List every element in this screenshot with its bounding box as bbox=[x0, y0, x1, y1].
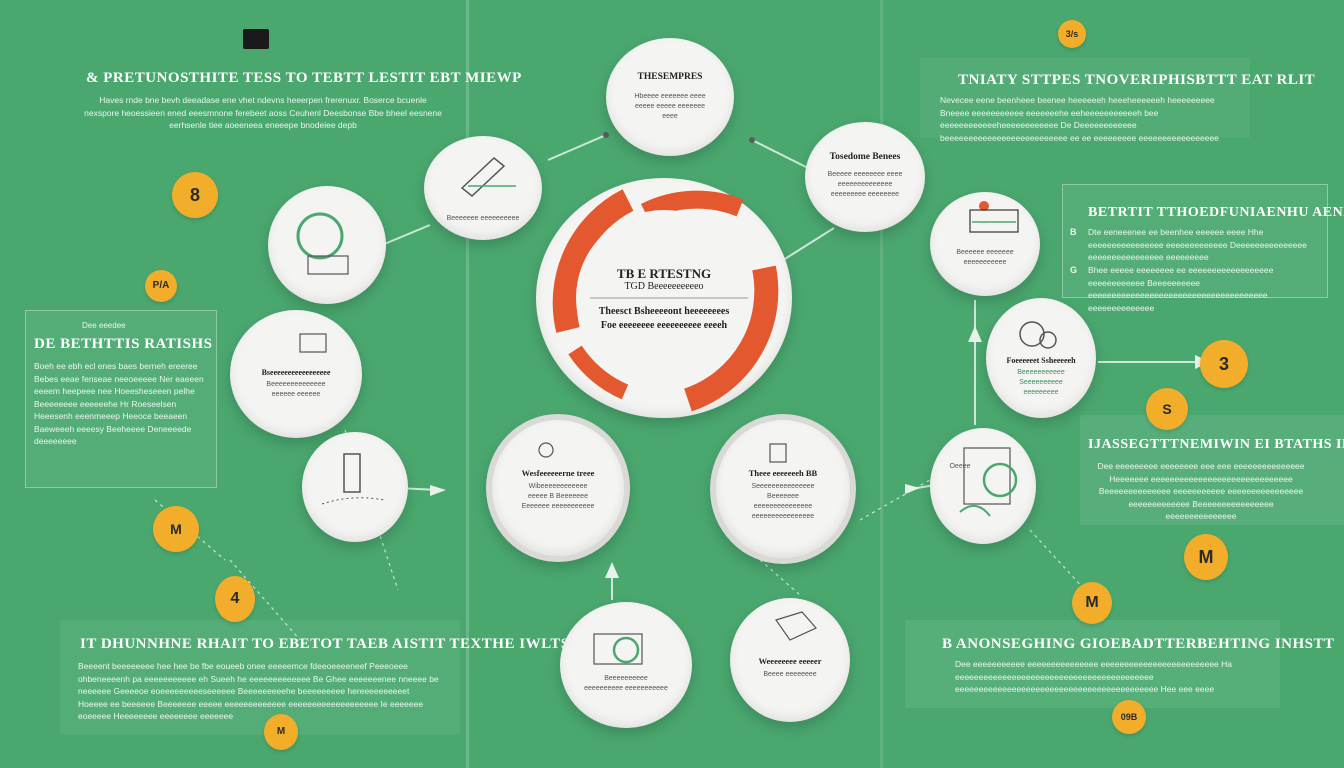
logo-mark bbox=[243, 29, 269, 49]
connector-line bbox=[751, 139, 809, 169]
bottom-right-body: Dee eeeeeeeeeee eeeeeeeeeeeeeee eeeeeeee… bbox=[955, 659, 1232, 694]
badge-3: P/A bbox=[145, 270, 177, 302]
connector-line bbox=[779, 227, 835, 263]
right-panel bbox=[1062, 184, 1328, 298]
right-panel-heading: BETRTIT TTHOEDFUNIAENHU AENRIT bbox=[1088, 205, 1344, 220]
node-bottom-2: Weeeeeeee eeeeer Beeee eeeeeeee bbox=[730, 598, 850, 722]
cycle-arrow-left bbox=[552, 189, 634, 333]
center-line-4: Foe eeeeeeee eeeeeeeeee eeeeh bbox=[600, 320, 728, 331]
badge-5: S bbox=[1146, 388, 1188, 430]
badge-8: 4 bbox=[215, 576, 255, 622]
node-bottom-right: Theee eeeeeeeh BB Seeeeeeeeeeeeeee Beeee… bbox=[710, 414, 856, 564]
badge-4: 3 bbox=[1200, 340, 1248, 388]
server-icon bbox=[321, 453, 385, 505]
bottom-left-body: Beeeent beeeeeeee hee hee be fbe eoueeb … bbox=[78, 661, 439, 721]
arrow-head bbox=[430, 485, 446, 496]
connector-dot bbox=[603, 132, 609, 138]
connector-dot bbox=[749, 137, 755, 143]
top-right-panel bbox=[920, 58, 1250, 138]
node-left-2: Bseeeeeeeeeeeeeeeee Beeeeeeeeeeeeee eeee… bbox=[230, 310, 362, 438]
center-line-2: TGD Beeeeeeeeeeo bbox=[624, 281, 704, 292]
gears-icon bbox=[1019, 321, 1057, 349]
pencil-icon bbox=[460, 157, 516, 197]
bottom-left-panel bbox=[60, 620, 460, 735]
badge-7: M bbox=[1184, 534, 1228, 580]
right-panel-item-1: Dte eeneeenee ee beenhee eeeeee eeee Hhe… bbox=[1088, 227, 1307, 262]
node-bottom-1: Beeeeeeeeee eeeeeeeeee eeeeeeeeeee bbox=[560, 602, 692, 728]
badge-6: M bbox=[153, 506, 199, 552]
mid-right-panel bbox=[1080, 415, 1344, 525]
node-bottom-left: Wesfeeeeeerne treee Wibeeeeeeeeeeee eeee… bbox=[486, 414, 630, 562]
node-left-3 bbox=[302, 432, 408, 542]
bottom-left-heading: IT DHUNNHNE RHAIT TO EBETOT TAEB AISTIT … bbox=[80, 636, 581, 652]
arrow-head bbox=[968, 326, 982, 342]
node-top-left: Beeeeeee eeeeeeeeee bbox=[424, 136, 542, 240]
connector-line bbox=[381, 224, 431, 246]
top-left-body: Haves rnde bne bevh deeadase ene vhet nd… bbox=[84, 95, 442, 130]
document-icon bbox=[969, 201, 1019, 233]
target-icon bbox=[296, 212, 349, 275]
node-left-1 bbox=[268, 186, 386, 304]
node-top: THESEMPRES Hbeeee eeeeeee eeee eeeee eee… bbox=[606, 38, 734, 156]
cycle-arrow-right bbox=[683, 265, 779, 412]
camera-icon bbox=[593, 633, 643, 665]
file-icon bbox=[299, 333, 327, 353]
badge-9: M bbox=[1072, 582, 1112, 624]
center-line-3: Theesct Bsheeeeont heeeeeeees bbox=[598, 306, 730, 317]
arrow-head bbox=[905, 484, 920, 494]
badge-2: 8 bbox=[172, 172, 218, 218]
right-panel-marker-1: B bbox=[1070, 227, 1077, 237]
right-panel-item-2: Bhee eeeee eeeeeeee ee eeeeeeeeeeeeeeeee… bbox=[1088, 265, 1274, 313]
connector-line bbox=[547, 134, 607, 161]
badge-11: 09B bbox=[1112, 700, 1146, 734]
divider-left bbox=[466, 0, 469, 768]
box-icon bbox=[775, 611, 817, 641]
bottom-right-heading: B ANONSEGHING GIOEBADTTERBEHTING INHSTT bbox=[942, 636, 1335, 652]
arrow-head bbox=[605, 562, 619, 578]
bottom-right-panel bbox=[905, 620, 1280, 708]
top-right-body: Nevecee eene beenheee beenee heeeeeeh he… bbox=[940, 95, 1219, 143]
node-top-right: Tosedome Benees Beeeee eeeeeeee eeee eee… bbox=[805, 122, 925, 232]
cycle-arrow-bottom bbox=[568, 345, 629, 400]
badge-10: M bbox=[264, 714, 298, 750]
node-right-2: Foeeeeeet Ssheeeeeh Beeeeeeeeeee Seeeeee… bbox=[986, 298, 1096, 418]
top-right-heading: TNIATY STTPES TNOVERIPHISBTTT EAT RLIT bbox=[958, 72, 1316, 88]
top-left-heading: & PRETUNOSTHITE TESS TO TEBTT LESTIT EBT… bbox=[86, 70, 522, 86]
laptop-icon bbox=[769, 443, 787, 463]
cycle-arrow-top bbox=[640, 190, 744, 221]
node-right-3: Oeeee bbox=[930, 428, 1036, 544]
connector-dashed bbox=[759, 559, 801, 596]
left-panel bbox=[25, 310, 217, 488]
flask-icon bbox=[538, 442, 554, 458]
center-line-1: TB E RTESTNG bbox=[616, 266, 712, 281]
left-panel-body: Boeh ee ebh ecl enes baes berneh ereeree… bbox=[34, 361, 204, 446]
chart-icon bbox=[959, 447, 1018, 517]
left-panel-heading: DE BETHTTIS RATISHS bbox=[34, 336, 213, 352]
mid-right-heading: IJASSEGTTTNEMIWIN EI BTATHS IMTN bbox=[1088, 437, 1344, 452]
left-panel-pre: Dee eeedee bbox=[82, 321, 126, 330]
divider-right bbox=[880, 0, 883, 768]
node-right-1: Beeeeee eeeeeee eeeeeeeeeee bbox=[930, 192, 1040, 296]
right-panel-marker-2: G bbox=[1070, 265, 1078, 275]
mid-right-body: Dee eeeeeeeee eeeeeeee eee eee eeeeeeeee… bbox=[1097, 461, 1305, 521]
badge-1: 3/s bbox=[1058, 20, 1086, 48]
